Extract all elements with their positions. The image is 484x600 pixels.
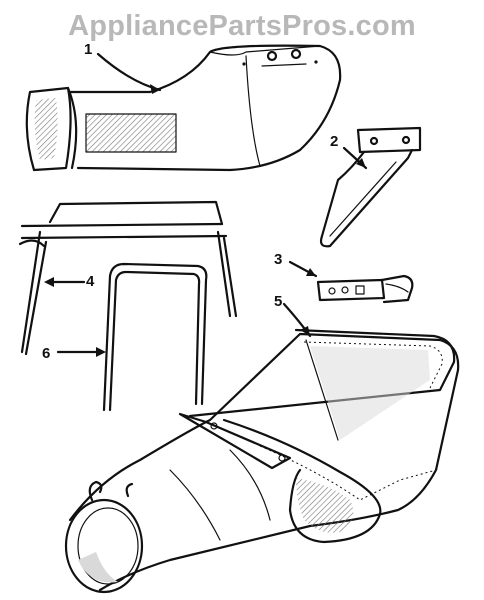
part-6-u-handle [102,262,208,412]
watermark-text: AppliancePartsPros.com [68,10,416,42]
callout-4: 4 [86,273,95,290]
callout-5: 5 [274,293,282,310]
chute-label-plate [86,114,176,152]
callout-1: 1 [84,41,92,58]
part-2-mounting-bracket [319,126,422,248]
callout-3: 3 [274,251,282,268]
part-3-latch-bracket [316,274,414,304]
callout-6: 6 [42,345,50,362]
leader-arrowheads [44,84,366,357]
part-5-grass-bag [64,328,460,594]
part-4-bag-frame [18,200,238,356]
part-1-discharge-chute [25,44,342,172]
callout-2: 2 [330,133,338,150]
